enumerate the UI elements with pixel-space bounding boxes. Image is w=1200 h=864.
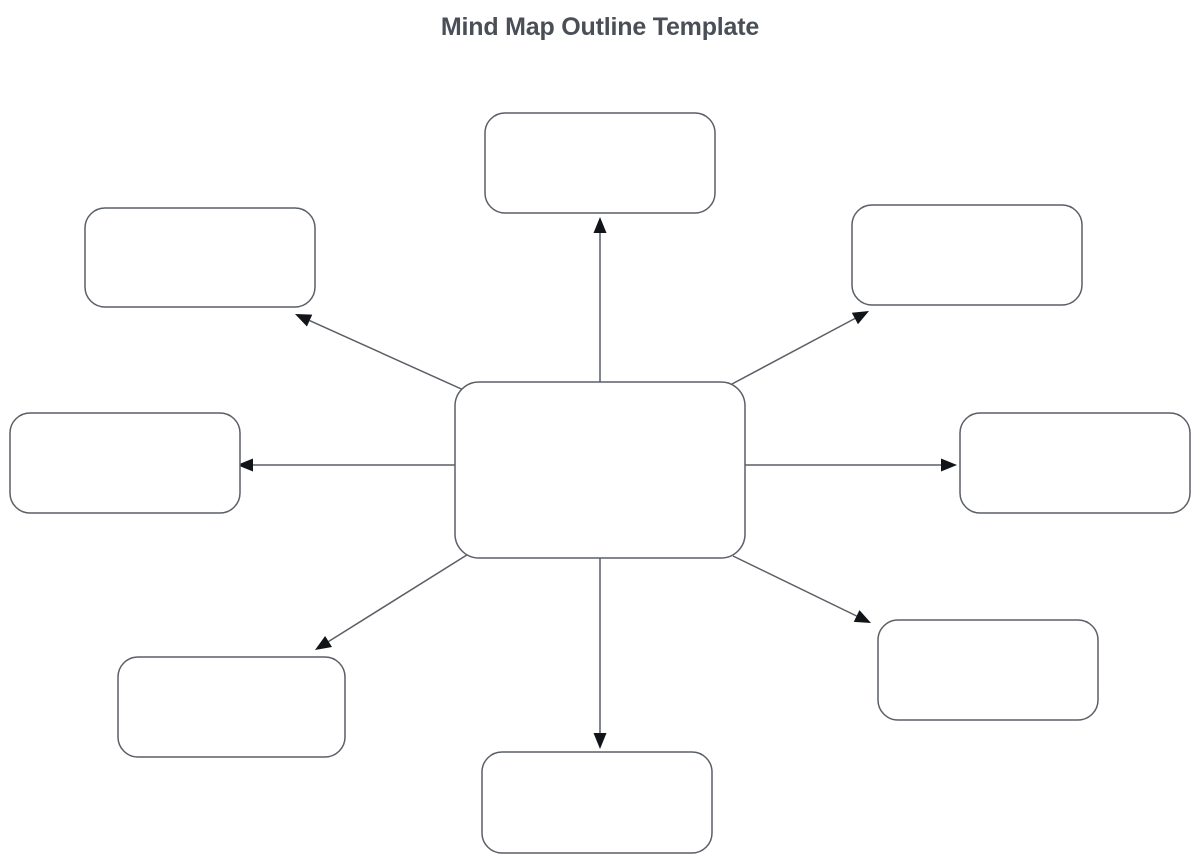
connector-upper-right-arrowhead-icon <box>851 311 869 325</box>
node-top-shape[interactable] <box>484 112 716 214</box>
connector-lower-left <box>315 552 471 650</box>
connector-upper-right-line <box>731 317 856 385</box>
node-upper-left-shape[interactable] <box>84 207 316 308</box>
connector-upper-left <box>295 314 469 393</box>
node-left[interactable] <box>9 412 241 514</box>
connector-bottom-arrowhead-icon <box>593 733 607 749</box>
node-bottom-shape[interactable] <box>481 751 713 854</box>
node-lower-left[interactable] <box>117 656 346 758</box>
connector-lower-right-arrowhead-icon <box>853 610 871 623</box>
node-upper-right-shape[interactable] <box>851 204 1083 306</box>
connector-right <box>745 458 957 472</box>
node-right-shape[interactable] <box>959 412 1191 514</box>
connector-left-arrowhead-icon <box>237 458 253 472</box>
nodes-layer <box>9 112 1191 854</box>
node-upper-left[interactable] <box>84 207 316 308</box>
connector-upper-right <box>731 311 869 385</box>
connector-left <box>237 458 455 472</box>
node-bottom[interactable] <box>481 751 713 854</box>
connector-lower-left-arrowhead-icon <box>315 636 333 650</box>
page-title: Mind Map Outline Template <box>440 13 760 41</box>
connector-upper-left-line <box>309 319 469 393</box>
connector-lower-right-line <box>732 555 857 617</box>
node-lower-right[interactable] <box>877 619 1099 721</box>
connector-top-arrowhead-icon <box>593 217 607 233</box>
connector-bottom <box>593 558 607 749</box>
connectors-layer <box>237 217 957 749</box>
connector-top <box>593 217 607 382</box>
center-node[interactable] <box>454 381 746 559</box>
node-left-shape[interactable] <box>9 412 241 514</box>
node-lower-right-shape[interactable] <box>877 619 1099 721</box>
node-lower-left-shape[interactable] <box>117 656 346 758</box>
node-right[interactable] <box>959 412 1191 514</box>
node-upper-right[interactable] <box>851 204 1083 306</box>
connector-right-arrowhead-icon <box>941 458 957 472</box>
connector-upper-left-arrowhead-icon <box>295 314 313 327</box>
node-top[interactable] <box>484 112 716 214</box>
center-node-shape[interactable] <box>454 381 746 559</box>
connector-lower-right <box>732 555 871 623</box>
connector-lower-left-line <box>328 552 471 643</box>
